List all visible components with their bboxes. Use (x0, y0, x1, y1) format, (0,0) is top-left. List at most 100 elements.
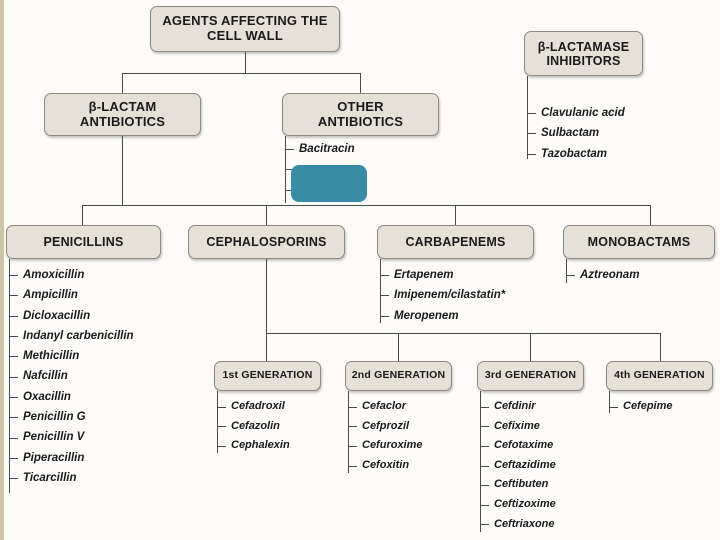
list-item[interactable]: Ticarcillin (6, 468, 134, 488)
list-item[interactable]: Ceftizoxime (477, 495, 556, 515)
list-item[interactable]: Piperacillin (6, 448, 134, 468)
connector-class-distribution-bar (82, 205, 650, 206)
list-generation-4: Cefepime (606, 397, 673, 417)
node-other-line1: OTHER (337, 98, 384, 114)
list-item[interactable]: Meropenem (377, 306, 505, 326)
list-item[interactable]: Penicillin V (6, 427, 134, 447)
list-item-hidden-2[interactable] (282, 180, 355, 200)
connector-monobactams-brace (566, 259, 567, 283)
list-item[interactable]: Clavulanic acid (524, 103, 625, 123)
connector-root-down (245, 52, 246, 73)
connector-to-generation-4 (660, 333, 661, 361)
left-edge-strip (0, 0, 4, 540)
list-penicillins: Amoxicillin Ampicillin Dicloxacillin Ind… (6, 265, 134, 488)
list-generation-3: Cefdinir Cefixime Cefotaxime Ceftazidime… (477, 397, 556, 534)
teal-highlight-overlay[interactable] (291, 165, 367, 202)
node-root-line2: CELL WALL (207, 28, 283, 43)
node-beta-lactam-line2: ANTIBIOTICS (79, 113, 166, 129)
node-beta-lactam-antibiotics[interactable]: β-LACTAM ANTIBIOTICS (44, 93, 201, 136)
connector-to-carbapenems (455, 205, 456, 225)
node-beta-lactamase-line1: β-LACTAMASE (537, 39, 630, 54)
list-item[interactable]: Cefprozil (345, 417, 423, 437)
node-carbapenems[interactable]: CARBAPENEMS (377, 225, 534, 259)
list-item[interactable]: Cefdinir (477, 397, 556, 417)
list-item[interactable]: Cefazolin (214, 417, 290, 437)
list-item[interactable]: Ampicillin (6, 285, 134, 305)
connector-beta-lactamase-brace (527, 76, 528, 159)
node-other-line2: ANTIBIOTICS (317, 113, 404, 129)
connector-generation-2-brace (348, 391, 349, 473)
list-item[interactable]: Bacitracin (282, 139, 355, 159)
node-root-agents-affecting-cell-wall[interactable]: AGENTS AFFECTING THE CELL WALL (150, 6, 340, 52)
connector-beta-lactam-down (122, 136, 123, 205)
list-item[interactable]: Cefepime (606, 397, 673, 417)
node-cephalosporins[interactable]: CEPHALOSPORINS (188, 225, 345, 259)
list-item[interactable]: Amoxicillin (6, 265, 134, 285)
connector-cephalosporins-down (266, 259, 267, 333)
node-monobactams-label: MONOBACTAMS (587, 235, 691, 249)
node-generation-4-label: 4th GENERATION (614, 369, 705, 382)
list-generation-1: Cefadroxil Cefazolin Cephalexin (214, 397, 290, 456)
list-item[interactable]: Cephalexin (214, 436, 290, 456)
list-item[interactable]: Cefoxitin (345, 456, 423, 476)
list-item[interactable]: Sulbactam (524, 123, 625, 143)
list-item[interactable]: Cefixime (477, 417, 556, 437)
list-item[interactable]: Oxacillin (6, 387, 134, 407)
list-item[interactable]: Penicillin G (6, 407, 134, 427)
connector-generation-3-brace (480, 391, 481, 532)
connector-other-antibiotics-brace (285, 136, 286, 203)
node-generation-3[interactable]: 3rd GENERATION (477, 361, 584, 391)
list-item[interactable]: Aztreonam (563, 265, 639, 285)
connector-to-generation-2 (398, 333, 399, 361)
node-cephalosporins-label: CEPHALOSPORINS (206, 235, 327, 249)
connector-to-generation-1 (266, 333, 267, 361)
node-generation-3-label: 3rd GENERATION (484, 369, 577, 382)
list-item-hidden-1[interactable] (282, 159, 355, 179)
node-generation-2[interactable]: 2nd GENERATION (345, 361, 452, 391)
connector-penicillins-brace (9, 259, 10, 493)
list-item[interactable]: Cefuroxime (345, 436, 423, 456)
node-beta-lactam-line1: β-LACTAM (88, 98, 157, 114)
node-beta-lactamase-line2: INHIBITORS (546, 53, 621, 68)
list-item[interactable]: Indanyl carbenicillin (6, 326, 134, 346)
list-item[interactable]: Cefotaxime (477, 436, 556, 456)
connector-to-other-antibiotics (360, 73, 361, 93)
connector-root-split-bar (122, 73, 361, 74)
list-item[interactable]: Ceftazidime (477, 456, 556, 476)
list-item[interactable]: Cefadroxil (214, 397, 290, 417)
node-penicillins-label: PENICILLINS (43, 235, 124, 249)
node-root-line1: AGENTS AFFECTING THE (162, 13, 328, 29)
connector-generation-distribution-bar (266, 333, 660, 334)
node-carbapenems-label: CARBAPENEMS (405, 235, 506, 249)
list-carbapenems: Ertapenem Imipenem/cilastatin* Meropenem (377, 265, 505, 326)
connector-to-generation-3 (530, 333, 531, 361)
connector-carbapenems-brace (380, 259, 381, 323)
list-item[interactable]: Ceftibuten (477, 475, 556, 495)
node-beta-lactamase-inhibitors[interactable]: β-LACTAMASE INHIBITORS (524, 31, 643, 76)
list-beta-lactamase-inhibitors: Clavulanic acid Sulbactam Tazobactam (524, 103, 625, 164)
node-generation-1-label: 1st GENERATION (222, 369, 313, 382)
list-monobactams: Aztreonam (563, 265, 639, 285)
node-penicillins[interactable]: PENICILLINS (6, 225, 161, 259)
list-item[interactable]: Tazobactam (524, 144, 625, 164)
node-generation-1[interactable]: 1st GENERATION (214, 361, 321, 391)
connector-generation-1-brace (217, 391, 218, 453)
node-other-antibiotics[interactable]: OTHER ANTIBIOTICS (282, 93, 439, 136)
node-monobactams[interactable]: MONOBACTAMS (563, 225, 715, 259)
list-item[interactable]: Nafcillin (6, 366, 134, 386)
connector-generation-4-brace (609, 391, 610, 413)
list-item[interactable]: Ertapenem (377, 265, 505, 285)
list-item[interactable]: Dicloxacillin (6, 306, 134, 326)
node-generation-4[interactable]: 4th GENERATION (606, 361, 713, 391)
list-item[interactable]: Methicillin (6, 346, 134, 366)
list-generation-2: Cefaclor Cefprozil Cefuroxime Cefoxitin (345, 397, 423, 475)
list-item[interactable]: Imipenem/cilastatin* (377, 285, 505, 305)
connector-to-cephalosporins (266, 205, 267, 225)
list-item[interactable]: Ceftriaxone (477, 515, 556, 535)
list-item[interactable]: Cefaclor (345, 397, 423, 417)
connector-to-penicillins (82, 205, 83, 225)
connector-to-monobactams (650, 205, 651, 225)
connector-to-beta-lactam (122, 73, 123, 93)
node-generation-2-label: 2nd GENERATION (351, 369, 446, 382)
